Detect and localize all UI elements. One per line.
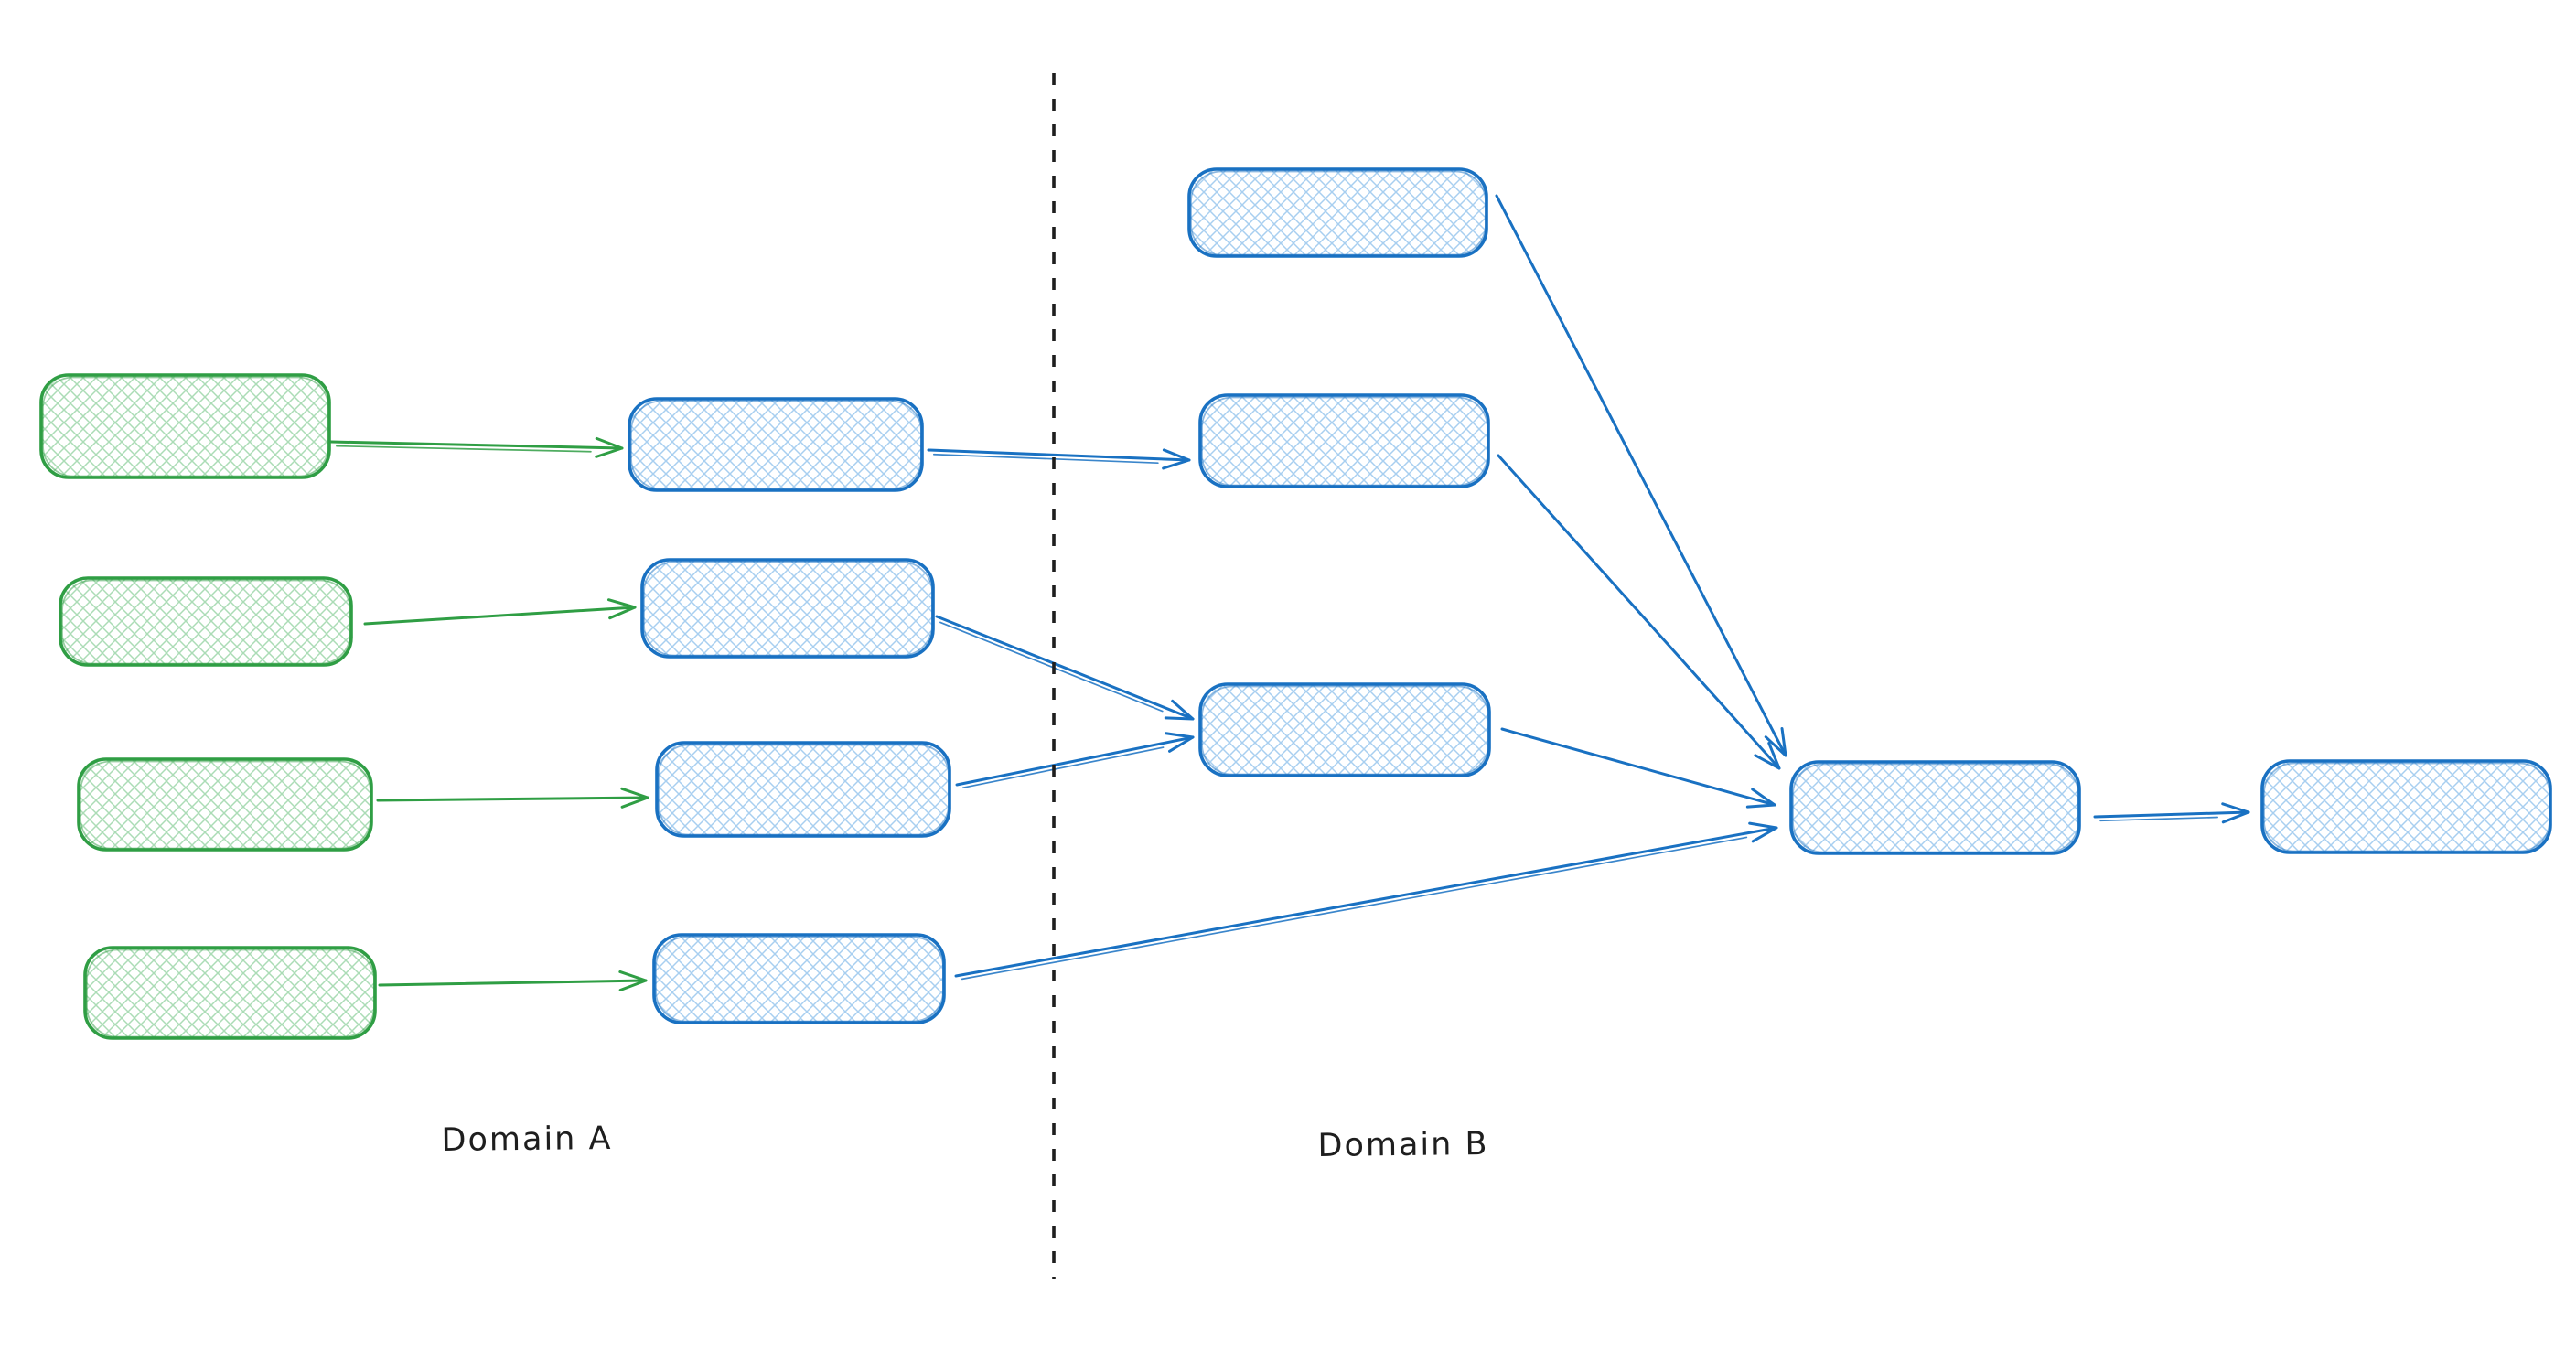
node-domain-a-process-3 bbox=[655, 741, 951, 838]
edges-layer bbox=[329, 194, 2250, 991]
node-domain-b-output bbox=[2260, 759, 2552, 854]
edge-input1-to-process1 bbox=[329, 436, 624, 458]
node-domain-b-process-1 bbox=[1187, 167, 1488, 258]
node-domain-a-process-4 bbox=[652, 933, 946, 1024]
node-domain-a-input-2 bbox=[59, 576, 353, 667]
edge-processB1-to-merge bbox=[1495, 194, 1787, 757]
node-domain-a-input-4 bbox=[83, 946, 377, 1040]
node-domain-a-input-3 bbox=[77, 757, 373, 852]
edge-processA3-to-processB3 bbox=[955, 732, 1195, 789]
edge-processA1-to-processB2 bbox=[927, 448, 1191, 470]
node-domain-a-process-2 bbox=[640, 558, 935, 659]
edge-processB3-to-merge bbox=[1500, 727, 1776, 809]
node-domain-a-input-1 bbox=[39, 373, 331, 479]
node-domain-a-process-1 bbox=[628, 397, 924, 492]
edge-processA2-to-processB3 bbox=[935, 615, 1195, 721]
edge-input3-to-process3 bbox=[376, 787, 649, 809]
edge-processB2-to-merge bbox=[1497, 454, 1781, 770]
edge-processA4-to-merge bbox=[954, 821, 1778, 981]
nodes-layer bbox=[39, 167, 2552, 1040]
node-domain-b-process-3 bbox=[1198, 682, 1491, 777]
edge-input2-to-process2 bbox=[363, 598, 637, 626]
node-domain-b-merge bbox=[1789, 760, 2081, 855]
edge-merge-to-output bbox=[2093, 802, 2250, 824]
node-domain-b-process-2 bbox=[1198, 393, 1490, 488]
domain-a-label: Domain A bbox=[441, 1120, 613, 1159]
domain-b-label: Domain B bbox=[1317, 1126, 1489, 1164]
edge-input4-to-process4 bbox=[378, 970, 648, 991]
